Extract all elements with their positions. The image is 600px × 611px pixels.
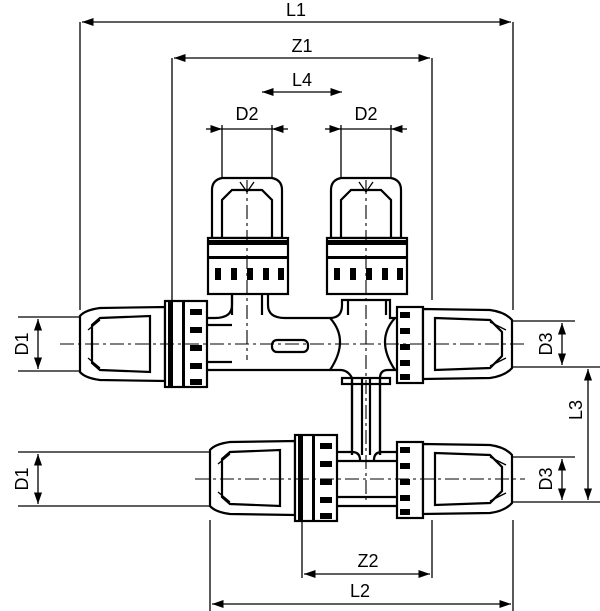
connector-top-left-vertical — [206, 176, 290, 296]
label-d3-bottom: D3 — [536, 467, 556, 490]
dimension-lines — [18, 17, 600, 611]
label-d3-top: D3 — [536, 332, 556, 355]
connector-top-right — [395, 305, 514, 385]
label-z2: Z2 — [357, 551, 378, 571]
label-d1-top: D1 — [12, 332, 32, 355]
label-z1: Z1 — [291, 36, 312, 56]
center-lines — [60, 180, 525, 500]
label-d1-bottom: D1 — [12, 467, 32, 490]
label-l4: L4 — [292, 70, 312, 90]
label-l3: L3 — [566, 400, 586, 420]
label-d2-left: D2 — [235, 104, 258, 124]
label-l2: L2 — [350, 581, 370, 601]
connector-bottom-left — [208, 433, 339, 523]
label-d2-right: D2 — [354, 104, 377, 124]
connector-top-right-vertical — [325, 176, 409, 296]
fitting-body — [205, 291, 405, 508]
label-l1: L1 — [286, 0, 306, 20]
connector-bottom-right — [395, 440, 514, 520]
